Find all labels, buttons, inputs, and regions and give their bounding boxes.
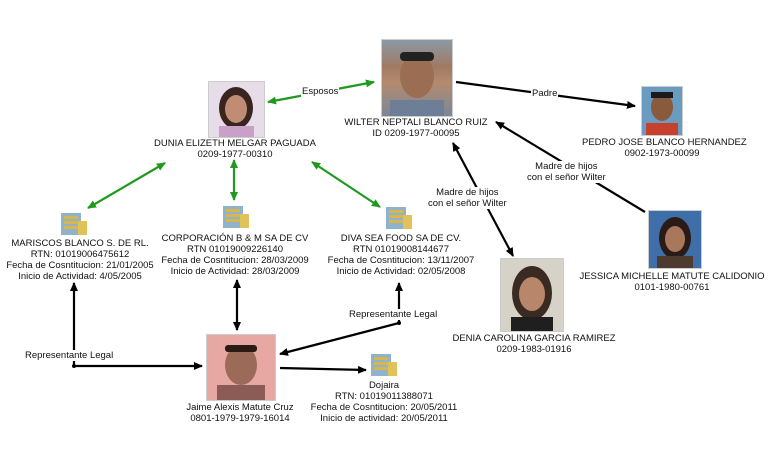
- diva-name: DIVA SEA FOOD SA DE CV.: [340, 233, 462, 244]
- edge-label-esposos: Esposos: [301, 86, 340, 97]
- pedro-label: PEDRO JOSE BLANCO HERNANDEZ 0902-1973-00…: [582, 137, 747, 159]
- denia-label: DENIA CAROLINA GARCIA RAMIREZ 0209-1983-…: [444, 333, 624, 355]
- jessica-label: JESSICA MICHELLE MATUTE CALIDONIO 0101-1…: [574, 271, 770, 293]
- company-icon-dojaira: [371, 354, 397, 376]
- wilter-id: ID 0209-1977-00095: [372, 128, 460, 139]
- edge-label-rep-legal-left: Representante Legal: [24, 350, 115, 361]
- mariscos-rtn: RTN: 01019006475612: [30, 249, 130, 260]
- jaime-name: Jaime Alexis Matute Cruz: [186, 402, 294, 413]
- diva-rtn: RTN 01019008144677: [353, 244, 449, 255]
- company-icon-diva: [386, 207, 412, 229]
- edge-label-madre-jessica-2: con el señor Wilter: [527, 172, 606, 183]
- diva-label: DIVA SEA FOOD SA DE CV. RTN 010190081446…: [326, 233, 476, 277]
- jessica-name: JESSICA MICHELLE MATUTE CALIDONIO: [579, 271, 765, 282]
- edge-dunia-mariscos: [87, 162, 166, 209]
- edge-dunia-diva: [311, 161, 381, 208]
- corporacion-constitucion: Fecha de Cosntitucion: 28/03/2009: [161, 255, 309, 266]
- dunia-name: DUNIA ELIZETH MELGAR PAGUADA: [154, 138, 316, 149]
- mariscos-label: MARISCOS BLANCO S. DE RL. RTN: 010190064…: [0, 238, 160, 282]
- diva-constitucion: Fecha de Cosntitucion: 13/11/2007: [327, 255, 475, 266]
- dunia-photo: [208, 81, 265, 138]
- mariscos-constitucion: Fecha de Cosntitucion: 21/01/2005: [6, 260, 154, 271]
- pedro-id: 0902-1973-00099: [624, 148, 700, 159]
- diva-inicio: Inicio de Actividad: 02/05/2008: [336, 266, 466, 277]
- mariscos-inicio: Inicio de Actividad: 4/05/2005: [18, 271, 142, 282]
- edge-label-madre-denia-2: con el señor Wilter: [428, 198, 507, 209]
- denia-name: DENIA CAROLINA GARCIA RAMIREZ: [452, 333, 616, 344]
- jaime-photo: [206, 334, 276, 401]
- edge-label-padre: Padre: [531, 88, 559, 99]
- corporacion-label: CORPORACIÓN B & M SA DE CV RTN 010190092…: [160, 233, 310, 277]
- dunia-id: 0209-1977-00310: [197, 149, 273, 160]
- dojaira-constitucion: Fecha de Cosntitucion: 20/05/2011: [310, 402, 458, 413]
- company-icon-corporacion: [223, 206, 249, 228]
- edge-jaime-dojaira: [279, 365, 367, 374]
- company-icon-mariscos: [61, 213, 87, 235]
- dunia-label: DUNIA ELIZETH MELGAR PAGUADA 0209-1977-0…: [150, 138, 320, 160]
- jessica-photo: [648, 210, 702, 269]
- dojaira-name: Dojaira: [368, 380, 400, 391]
- dojaira-inicio: Inicio de actividad: 20/05/2011: [320, 413, 448, 424]
- pedro-name: PEDRO JOSE BLANCO HERNANDEZ: [582, 137, 747, 148]
- jaime-id: 0801-1979-1979-16014: [190, 413, 290, 424]
- corporacion-rtn: RTN 01019009226140: [187, 244, 283, 255]
- jessica-id: 0101-1980-00761: [634, 282, 710, 293]
- wilter-photo: [381, 39, 453, 117]
- denia-id: 0209-1983-01916: [496, 344, 572, 355]
- edge-label-madre-jessica: Madre de hijos con el señor Wilter: [526, 161, 607, 183]
- corporacion-inicio: Inicio de Actividad: 28/03/2009: [170, 266, 300, 277]
- edge-label-rep-legal-right: Representante Legal: [348, 309, 439, 320]
- edge-label-madre-denia: Madre de hijos con el señor Wilter: [427, 187, 508, 209]
- dojaira-rtn: RTN: 01019011388071: [335, 391, 433, 402]
- edge-label-madre-denia-1: Madre de hijos: [436, 187, 499, 198]
- edge-label-madre-jessica-1: Madre de hijos: [535, 161, 598, 172]
- jaime-label: Jaime Alexis Matute Cruz 0801-1979-1979-…: [170, 402, 310, 424]
- corporacion-name: CORPORACIÓN B & M SA DE CV: [161, 233, 309, 244]
- dojaira-label: Dojaira RTN: 01019011388071 Fecha de Cos…: [304, 380, 464, 424]
- pedro-photo: [641, 86, 683, 136]
- wilter-label: WILTER NEPTALI BLANCO RUIZ ID 0209-1977-…: [336, 117, 496, 139]
- mariscos-name: MARISCOS BLANCO S. DE RL.: [11, 238, 149, 249]
- denia-photo: [500, 258, 564, 332]
- wilter-name: WILTER NEPTALI BLANCO RUIZ: [344, 117, 488, 128]
